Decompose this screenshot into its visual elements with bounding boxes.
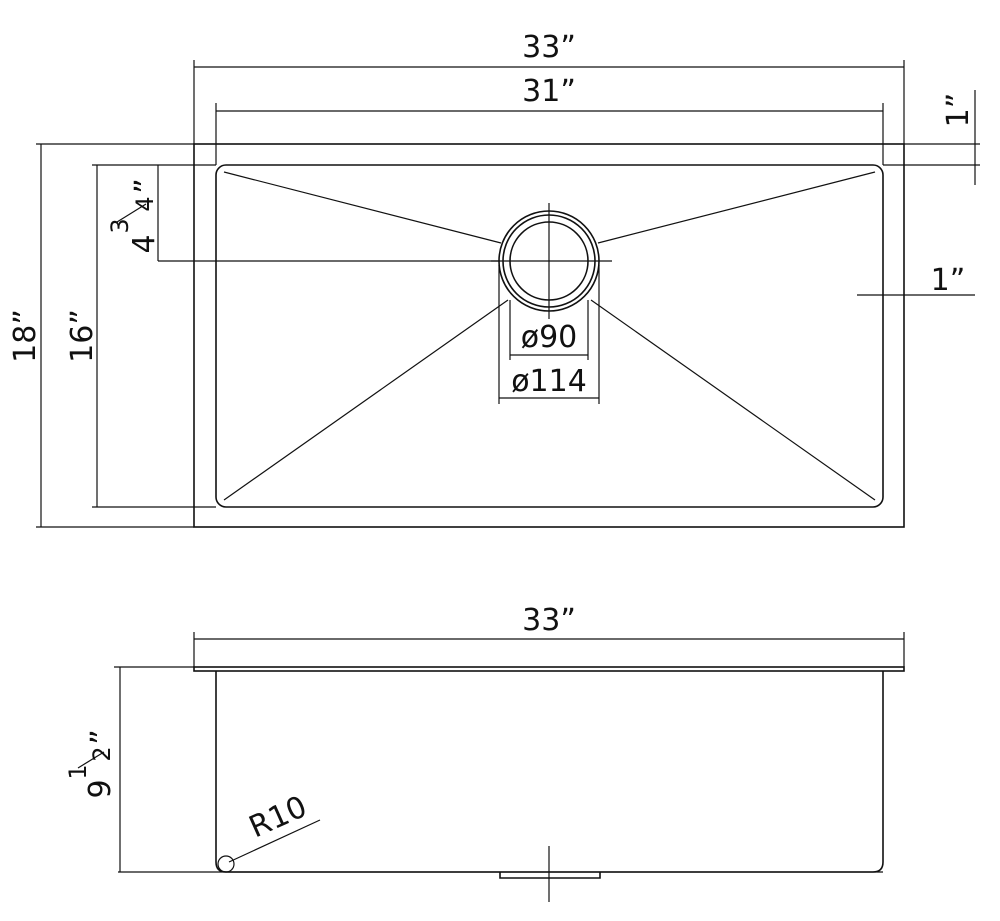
slope-lines [223,171,876,501]
dim-inner-depth-label: 16” [65,309,100,363]
dim-overall-depth: 18” [8,143,194,528]
sink-outer-outline [193,143,905,528]
drain [491,203,612,319]
side-dim-height-whole: 9 [83,779,118,798]
side-dim-height-num: 1 [64,764,92,779]
dim-inner-width: 31” [215,74,884,165]
dim-drain-offset-unit: ” [129,178,164,194]
dim-flange-top: 1” [883,90,980,185]
dim-drain-offset-den: 4 [131,196,159,211]
dim-inner-width-label: 31” [522,74,576,109]
side-body-outline [215,671,884,873]
dim-overall-width-label: 33” [522,30,576,65]
side-dim-height-unit: ” [85,729,120,745]
dim-flange-top-label: 1” [941,93,976,128]
dim-drain-outer: ø114 [498,265,600,404]
side-dim-width-label: 33” [522,603,576,638]
side-view: 33” 9 1 2 ” R10 [64,603,905,902]
dim-overall-depth-label: 18” [8,309,43,363]
sink-basin-outline [215,164,884,508]
top-view: 33” 31” 1” 18” 16” [8,30,980,528]
dim-side-flange: 1” [857,263,975,298]
dim-drain-offset: 4 3 4 ” [106,165,500,262]
dim-drain-offset-whole: 4 [127,234,162,253]
side-dim-radius-label: R10 [244,789,312,845]
dim-drain-inner: ø90 [509,300,589,360]
side-dim-radius: R10 [217,789,321,873]
dim-drain-inner-label: ø90 [521,320,578,355]
side-dim-width: 33” [193,603,905,667]
side-dim-height-den: 2 [88,746,116,761]
side-dim-height: 9 1 2 ” [64,666,194,872]
side-drain-stub [499,872,601,879]
dim-drain-outer-label: ø114 [511,364,587,399]
dim-overall-width: 33” [193,30,905,144]
side-flange [193,666,905,672]
dim-drain-offset-num: 3 [106,218,134,233]
dim-inner-depth: 16” [65,164,216,508]
dim-side-flange-label: 1” [931,263,966,298]
